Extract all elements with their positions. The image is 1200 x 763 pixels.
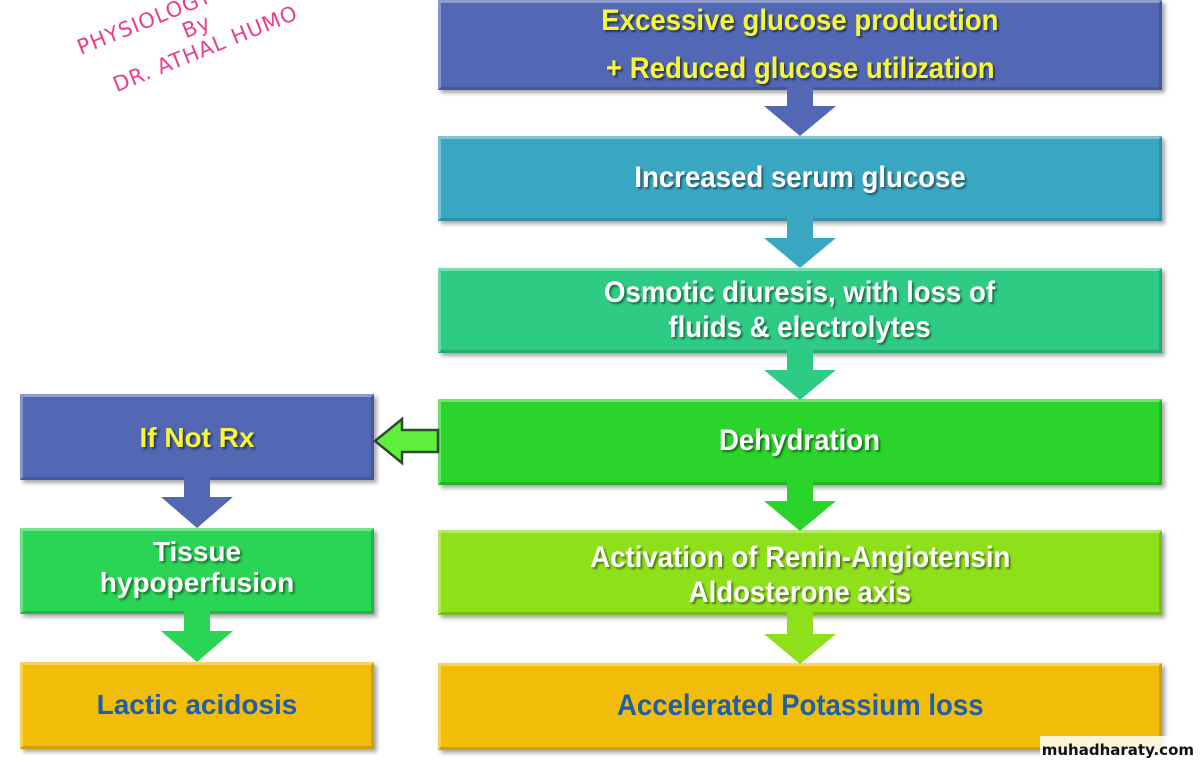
arrow-down-2 xyxy=(764,216,836,268)
box-text: hypoperfusion xyxy=(99,566,295,598)
arrow-down-side-1 xyxy=(161,475,233,528)
box-text: If Not Rx xyxy=(139,422,255,453)
box-tissue-hypoperfusion: Tissue hypoperfusion xyxy=(20,528,374,614)
box-potassium-loss: Accelerated Potassium loss xyxy=(438,663,1162,750)
box-text: fluids & electrolytes xyxy=(668,310,932,344)
box-dehydration: Dehydration xyxy=(438,399,1162,485)
arrow-left-branch xyxy=(373,416,440,466)
box-text: + Reduced glucose utilization xyxy=(605,52,995,85)
box-text: Osmotic diuresis, with loss of xyxy=(604,276,996,309)
box-text: Dehydration xyxy=(719,424,881,457)
box-raa-activation: Activation of Renin-Angiotensin Aldoster… xyxy=(438,530,1162,615)
arrow-down-5 xyxy=(764,610,836,664)
slide-title-watermark: PHYSIOLOGY OF DKA By DR. ATHAL HUMO xyxy=(30,0,363,122)
box-text: Activation of Renin-Angiotensin xyxy=(589,541,1011,574)
box-text: Accelerated Potassium loss xyxy=(616,689,984,723)
box-excessive-glucose: Excessive glucose production + Reduced g… xyxy=(438,0,1162,90)
box-text: Aldosterone axis xyxy=(688,575,912,609)
box-lactic-acidosis: Lactic acidosis xyxy=(20,662,374,749)
box-osmotic-diuresis: Osmotic diuresis, with loss of fluids & … xyxy=(438,268,1162,353)
site-watermark: muhadharaty.com xyxy=(1040,736,1200,763)
box-text: Lactic acidosis xyxy=(96,689,298,721)
arrow-down-1 xyxy=(764,84,836,136)
box-text: Increased serum glucose xyxy=(634,161,966,195)
arrow-down-3 xyxy=(764,348,836,400)
box-increased-serum-glucose: Increased serum glucose xyxy=(438,136,1162,221)
arrow-down-4 xyxy=(764,479,836,531)
arrow-down-side-2 xyxy=(161,609,233,662)
box-text: Tissue xyxy=(152,536,242,567)
box-text: Excessive glucose production xyxy=(601,4,999,37)
box-if-not-rx: If Not Rx xyxy=(20,394,374,480)
